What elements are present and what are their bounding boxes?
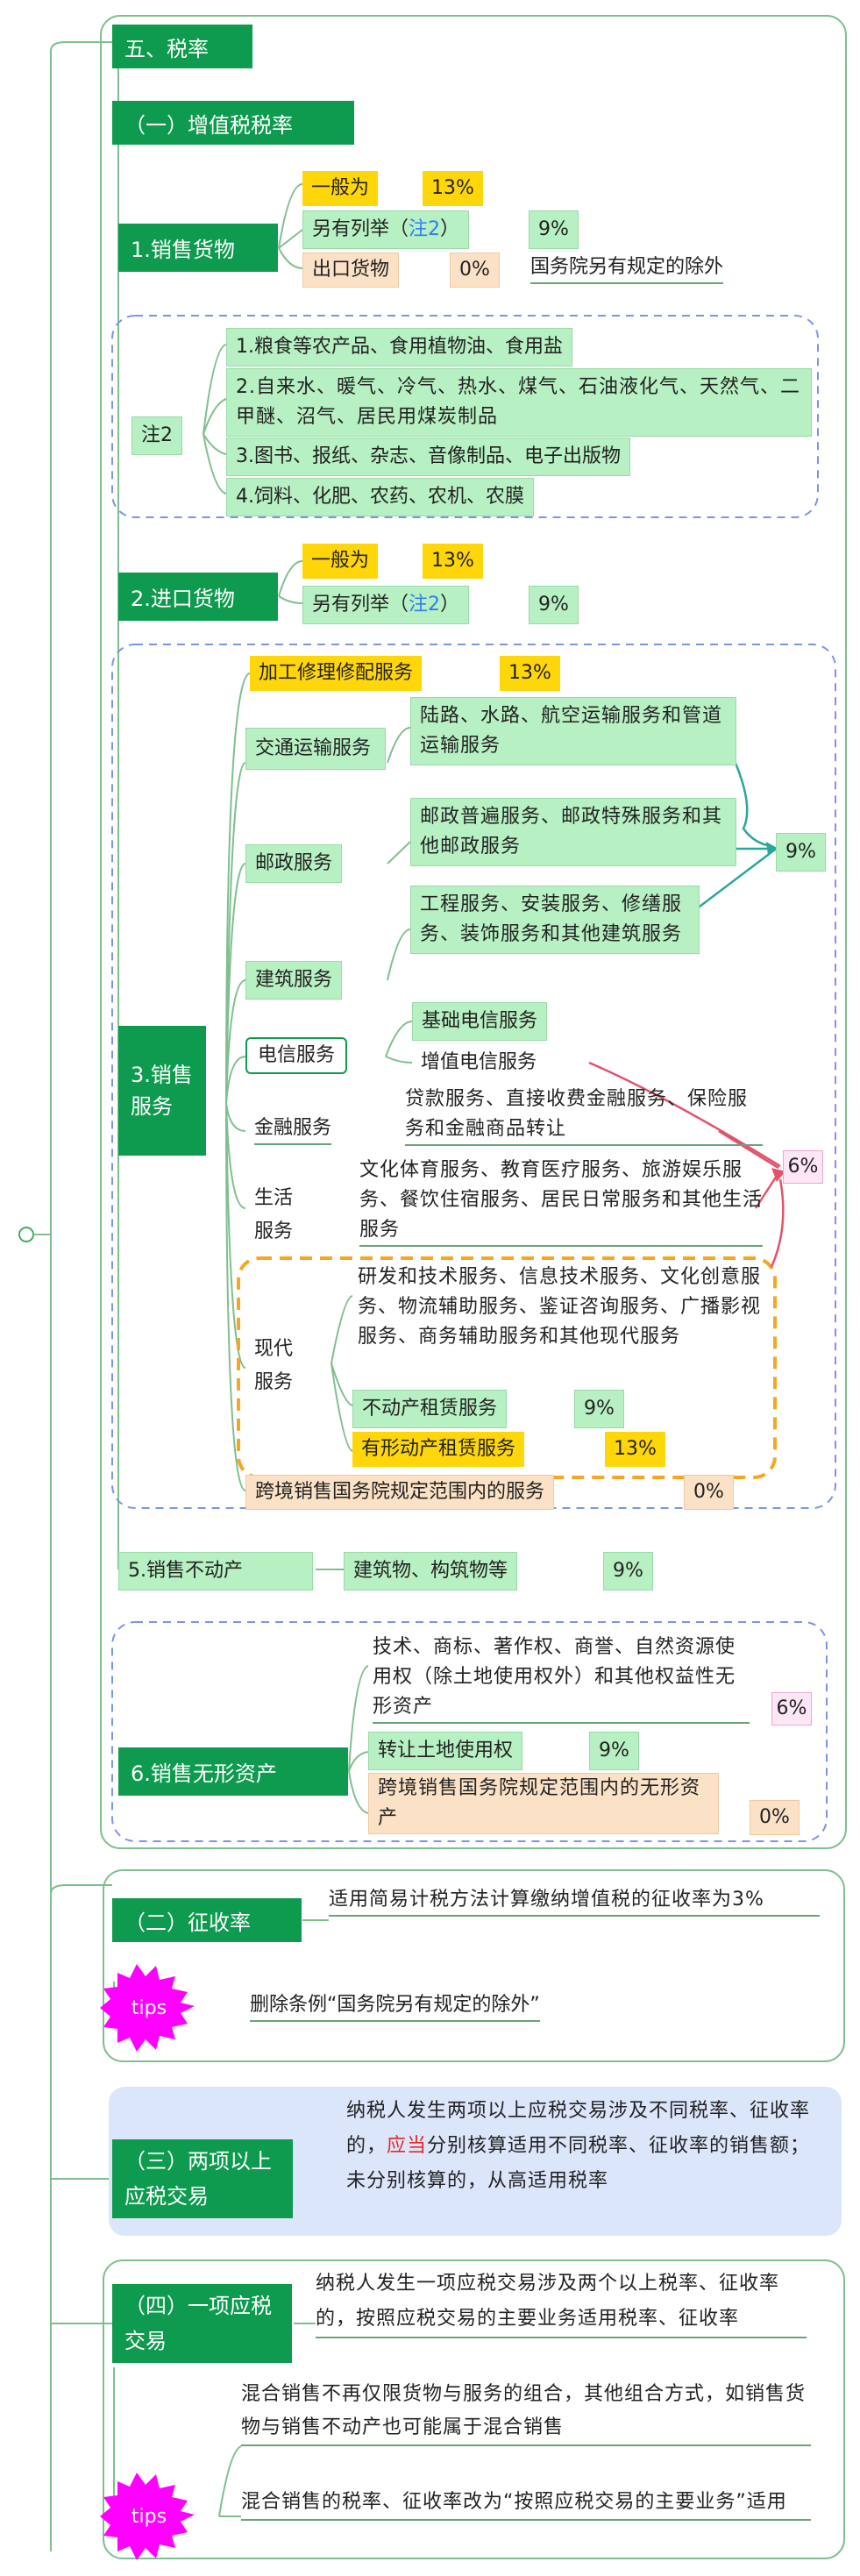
import-note2-link[interactable]: 注2 bbox=[409, 594, 441, 616]
tangible-lease-rate: 13% bbox=[605, 1432, 665, 1467]
note2-item-3: 3.图书、报纸、杂志、音像制品、电子出版物 bbox=[226, 438, 630, 476]
crossborder-service-label: 跨境销售国务院规定范围内的服务 bbox=[245, 1475, 555, 1510]
mixed-sales-note: 混合销售不再仅限货物与服务的组合，其他组合方式，如销售货物与销售不动产也可能属于… bbox=[241, 2378, 811, 2446]
tips-badge-2: tips bbox=[131, 2505, 167, 2528]
rate-6-target: 6% bbox=[783, 1150, 823, 1184]
multiple-transactions-heading: （三）两项以上应税交易 bbox=[112, 2139, 293, 2218]
export-goods-note: 国务院另有规定的除外 bbox=[530, 253, 724, 284]
realestate-lease-label: 不动产租赁服务 bbox=[352, 1390, 508, 1428]
note2-item-4: 4.饲料、化肥、农药、农机、农膜 bbox=[226, 478, 534, 516]
intangible-crossborder-rate: 0% bbox=[750, 1800, 800, 1835]
rate-9-target: 9% bbox=[776, 833, 826, 872]
modern-service-node: 现代服务 bbox=[254, 1333, 307, 1399]
transport-service-detail: 陆路、水路、航空运输服务和管道运输服务 bbox=[410, 697, 736, 765]
note2-item-1: 1.粮食等农产品、食用植物油、食用盐 bbox=[226, 328, 572, 366]
finance-service-node: 金融服务 bbox=[254, 1114, 332, 1145]
export-goods-rate: 0% bbox=[450, 253, 500, 288]
telecom-service-node: 电信服务 bbox=[245, 1037, 348, 1074]
goods-other-post: ） bbox=[440, 218, 460, 240]
intangible-crossborder-label: 跨境销售国务院规定范围内的无形资产 bbox=[368, 1773, 719, 1834]
sale-of-realestate-node: 5.销售不动产 bbox=[118, 1552, 313, 1590]
processing-service-rate: 13% bbox=[500, 656, 560, 691]
realestate-detail: 建筑物、构筑物等 bbox=[344, 1552, 518, 1590]
life-service-label: 生活服务 bbox=[254, 1187, 294, 1242]
levy-rate-heading: （二）征收率 bbox=[112, 1898, 302, 1942]
transport-service-node: 交通运输服务 bbox=[245, 728, 386, 770]
telecom-value-added: 增值电信服务 bbox=[421, 1051, 537, 1073]
vat-rate-heading: （一）增值税税率 bbox=[112, 101, 354, 145]
import-other-rate: 9% bbox=[529, 586, 579, 624]
note2-node: 注2 bbox=[131, 416, 182, 455]
import-other-post: ） bbox=[440, 594, 460, 616]
note2-item-2: 2.自来水、暖气、冷气、热水、煤气、石油液化气、天然气、二甲醚、沼气、居民用煤炭… bbox=[226, 368, 812, 437]
multiple-transactions-text: 纳税人发生两项以上应税交易涉及不同税率、征收率的，应当分别核算适用不同税率、征收… bbox=[346, 2094, 820, 2199]
levy-rate-text: 适用简易计税方法计算缴纳增值税的征收率为3% bbox=[329, 1885, 820, 1917]
telecom-basic: 基础电信服务 bbox=[412, 1002, 548, 1041]
postal-service-detail: 邮政普遍服务、邮政特殊服务和其他邮政服务 bbox=[410, 798, 736, 866]
multiple-transactions-shall: 应当 bbox=[387, 2135, 428, 2157]
life-service-node: 生活服务 bbox=[254, 1182, 307, 1249]
realestate-rate: 9% bbox=[603, 1552, 653, 1590]
life-service-detail: 文化体育服务、教育医疗服务、旅游娱乐服务、餐饮住宿服务、居民日常服务和其他生活服… bbox=[359, 1156, 763, 1247]
section-title: 五、税率 bbox=[112, 25, 252, 68]
import-general-rate: 13% bbox=[423, 544, 483, 579]
sale-of-goods-node: 1.销售货物 bbox=[118, 224, 278, 272]
multiple-transactions-text-b: 分别核算适用不同税率、征收率的销售额；未分别核算的，从高适用税率 bbox=[346, 2135, 811, 2192]
tips-badge-1: tips bbox=[131, 1996, 167, 2019]
construction-service-detail: 工程服务、安装服务、修缮服务、装饰服务和其他建筑服务 bbox=[410, 886, 700, 954]
single-transaction-text: 纳税人发生一项应税交易涉及两个以上税率、征收率的，按照应税交易的主要业务适用税率… bbox=[316, 2266, 807, 2338]
sale-of-intangible-node: 6.销售无形资产 bbox=[118, 1747, 348, 1796]
postal-service-node: 邮政服务 bbox=[245, 844, 343, 883]
land-transfer-label: 转让土地使用权 bbox=[368, 1732, 523, 1770]
goods-general-rate: 13% bbox=[423, 171, 483, 206]
sale-of-services-label: 3.销售服务 bbox=[131, 1063, 193, 1119]
single-transaction-heading: （四）一项应税交易 bbox=[112, 2284, 292, 2363]
import-goods-node: 2.进口货物 bbox=[118, 573, 278, 621]
tips-badge-2-shape bbox=[100, 2473, 195, 2560]
export-goods-label: 出口货物 bbox=[302, 253, 400, 288]
goods-general-label: 一般为 bbox=[302, 171, 379, 206]
import-other-pre: 另有列举（ bbox=[312, 594, 409, 616]
goods-other-pre: 另有列举（ bbox=[312, 218, 409, 240]
multiple-transactions-text-a: 纳税人发生两项以上应税交易涉及不同税率、征收率的， bbox=[346, 2100, 811, 2157]
import-general-label: 一般为 bbox=[302, 544, 379, 579]
goods-note2-link[interactable]: 注2 bbox=[409, 218, 441, 240]
realestate-lease-rate: 9% bbox=[574, 1390, 624, 1428]
modern-service-label: 现代服务 bbox=[254, 1338, 294, 1393]
mixed-sales-tips-text: 混合销售的税率、征收率改为“按照应税交易的主要业务”适用 bbox=[241, 2486, 811, 2521]
processing-service-label: 加工修理修配服务 bbox=[250, 656, 423, 691]
land-transfer-rate: 9% bbox=[589, 1732, 639, 1770]
finance-service-detail: 贷款服务、直接收费金融服务、保险服务和金融商品转让 bbox=[405, 1085, 763, 1146]
intangible-tech-detail: 技术、商标、著作权、商誉、自然资源使用权（除土地使用权外）和其他权益性无形资产 bbox=[373, 1633, 750, 1724]
levy-tips-text: 删除条例“国务院另有规定的除外” bbox=[250, 1990, 540, 2022]
crossborder-service-rate: 0% bbox=[684, 1475, 734, 1510]
goods-other-listed: 另有列举（注2） bbox=[302, 210, 470, 249]
import-other-listed: 另有列举（注2） bbox=[302, 586, 470, 624]
transport-service-label: 交通运输服务 bbox=[255, 737, 372, 759]
tangible-lease-label: 有形动产租赁服务 bbox=[352, 1432, 525, 1467]
modern-service-detail: 研发和技术服务、信息技术服务、文化创意服务、物流辅助服务、鉴证咨询服务、广播影视… bbox=[358, 1266, 762, 1348]
sale-of-services-node: 3.销售服务 bbox=[118, 1026, 206, 1156]
goods-other-rate: 9% bbox=[529, 210, 579, 249]
tips-badge-1-shape bbox=[100, 1964, 195, 2052]
intangible-tech-rate: 6% bbox=[771, 1692, 812, 1726]
construction-service-node: 建筑服务 bbox=[245, 961, 343, 1000]
